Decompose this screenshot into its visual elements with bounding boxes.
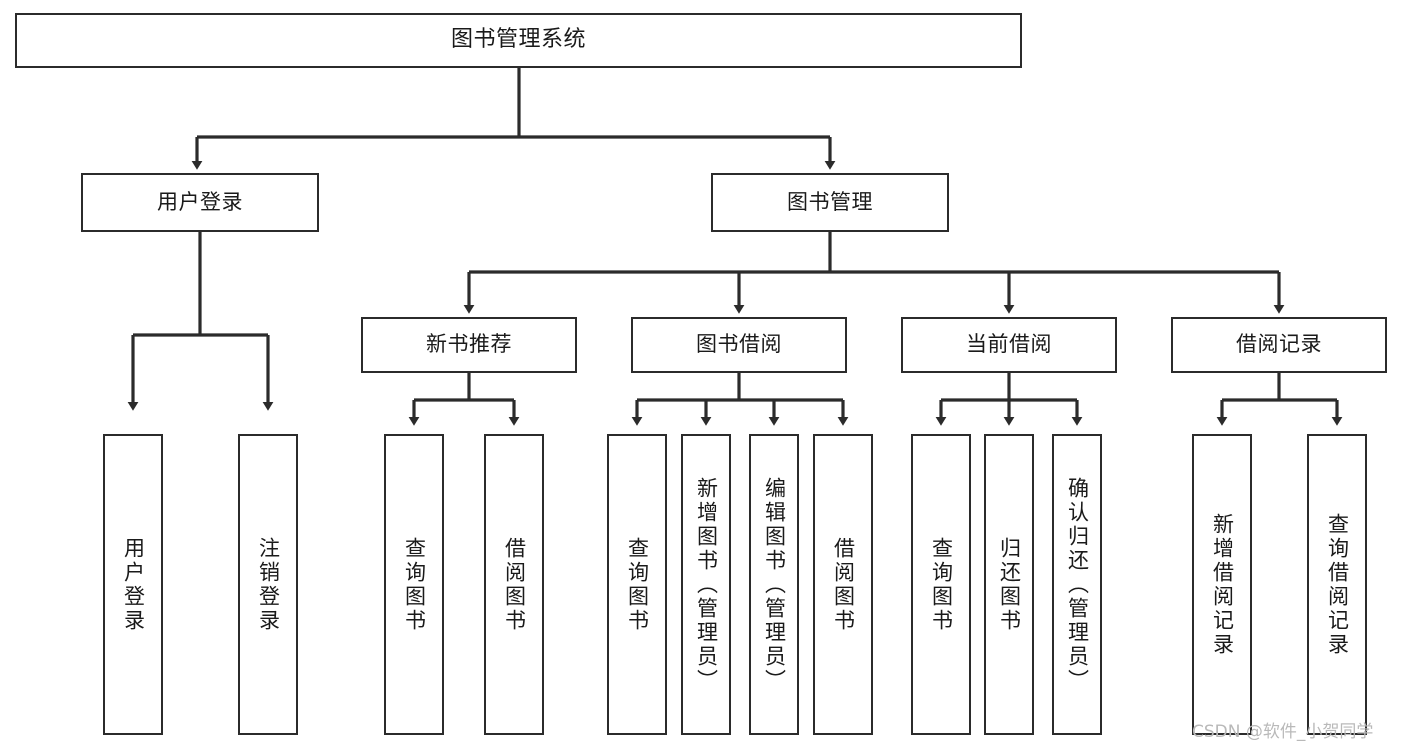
node-label: 查询图书 (929, 536, 954, 633)
node-book-management[interactable]: 图书管理 (711, 173, 949, 232)
node-label: 编辑图书（管理员） (762, 476, 787, 693)
node-label: 图书借阅 (696, 332, 782, 357)
node-label: 用户登录 (157, 189, 243, 214)
node-label: 归还图书 (997, 536, 1022, 633)
node-label: 借阅图书 (831, 536, 856, 633)
node-label: 用户登录 (121, 536, 146, 633)
node-label: 当前借阅 (966, 332, 1052, 357)
node-label: 新书推荐 (426, 332, 512, 357)
node-leaf-current-confirm-return-admin[interactable]: 确认归还（管理员） (1052, 434, 1102, 735)
node-label: 确认归还（管理员） (1065, 476, 1090, 693)
node-leaf-borrow-query-book[interactable]: 查询图书 (607, 434, 667, 735)
node-leaf-current-query-book[interactable]: 查询图书 (911, 434, 971, 735)
node-leaf-record-add[interactable]: 新增借阅记录 (1192, 434, 1252, 735)
node-label: 借阅记录 (1236, 332, 1322, 357)
node-label: 新增借阅记录 (1210, 512, 1235, 657)
node-label: 查询图书 (625, 536, 650, 633)
node-label: 查询图书 (402, 536, 427, 633)
node-new-book-recommendation[interactable]: 新书推荐 (361, 317, 577, 373)
node-leaf-new-book-borrow[interactable]: 借阅图书 (484, 434, 544, 735)
node-borrowing-records[interactable]: 借阅记录 (1171, 317, 1387, 373)
node-user-login[interactable]: 用户登录 (81, 173, 319, 232)
node-label: 图书管理 (787, 189, 873, 214)
csdn-watermark: CSDN @软件_小贺同学 (1192, 722, 1374, 742)
node-leaf-user-login-signin[interactable]: 用户登录 (103, 434, 163, 735)
node-leaf-borrow-edit-book-admin[interactable]: 编辑图书（管理员） (749, 434, 799, 735)
node-current-borrowing[interactable]: 当前借阅 (901, 317, 1117, 373)
node-leaf-new-book-query[interactable]: 查询图书 (384, 434, 444, 735)
node-label: 借阅图书 (502, 536, 527, 633)
node-label: 图书管理系统 (450, 27, 586, 53)
node-leaf-borrow-borrow-book[interactable]: 借阅图书 (813, 434, 873, 735)
node-root-book-management-system[interactable]: 图书管理系统 (15, 13, 1022, 68)
node-label: 新增图书（管理员） (694, 476, 719, 693)
node-leaf-current-return-book[interactable]: 归还图书 (984, 434, 1034, 735)
node-leaf-user-login-signout[interactable]: 注销登录 (238, 434, 298, 735)
node-label: 注销登录 (256, 536, 281, 633)
node-label: 查询借阅记录 (1325, 512, 1350, 657)
node-book-borrowing[interactable]: 图书借阅 (631, 317, 847, 373)
node-leaf-borrow-add-book-admin[interactable]: 新增图书（管理员） (681, 434, 731, 735)
node-leaf-record-query[interactable]: 查询借阅记录 (1307, 434, 1367, 735)
